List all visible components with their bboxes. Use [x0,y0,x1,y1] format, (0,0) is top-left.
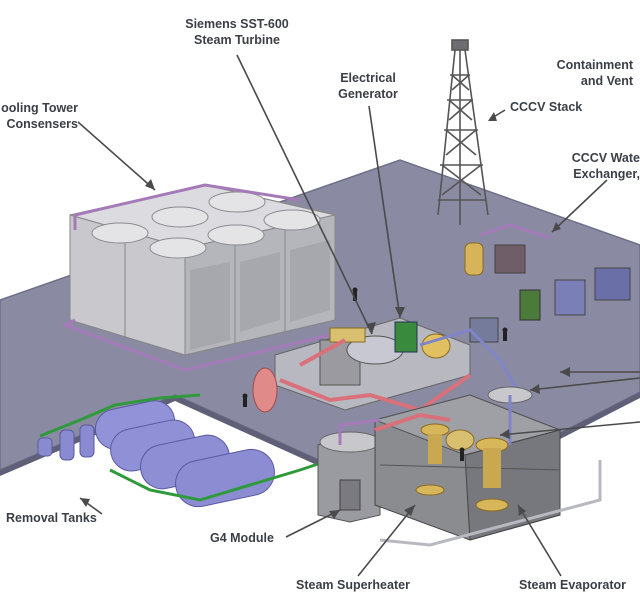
label-steam-turbine-line2: Steam Turbine [194,33,280,47]
label-electrical-generator-line1: Electrical [340,71,396,85]
label-electrical-generator-line2: Generator [338,87,398,101]
cccv-water-exchanger [464,223,631,343]
label-steam-turbine-line1: Siemens SST-600 [185,17,289,31]
steam-generator-pit [338,386,602,547]
cccv-stack-tower [437,39,489,225]
label-containment-line1: Containment [556,58,633,72]
g4-module [317,431,381,523]
label-containment-vent: Containment and Vent [530,57,633,89]
leader-arrowheads [80,112,570,519]
label-steam-evaporator: Steam Evaporator [519,578,626,592]
cooling-tower-condensers [61,183,351,372]
people-figures [242,287,508,461]
removal-tanks [37,393,331,508]
label-cccv-water-exchanger: CCCV Wate Exchanger, [554,150,640,182]
label-removal-tanks: Removal Tanks [6,511,97,525]
label-cccv-water-line2: Exchanger, [573,167,640,181]
turbine-generator-skid [252,317,522,413]
label-cccv-stack: CCCV Stack [510,100,583,114]
label-containment-line2: and Vent [580,74,633,88]
label-steam-turbine: Siemens SST-600 Steam Turbine [172,16,302,48]
label-electrical-generator: Electrical Generator [322,70,414,102]
leader-lines [77,54,640,577]
label-cooling-tower-line1: ooling Tower [1,101,78,115]
label-steam-superheater: Steam Superheater [296,578,410,592]
label-cooling-tower: ooling Tower Consensers [0,100,78,132]
label-cccv-water-line1: CCCV Wate [571,151,640,165]
label-g4-module: G4 Module [210,531,274,545]
label-cooling-tower-line2: Consensers [6,117,78,131]
